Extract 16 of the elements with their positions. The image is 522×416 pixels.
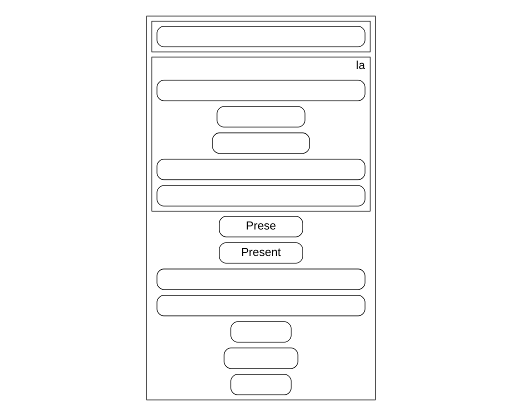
node-box [156,268,366,290]
cluster [146,16,376,400]
node-box [156,185,366,206]
node-box [212,132,310,154]
node-box [224,348,298,369]
node-box [230,374,292,396]
node-box [230,321,292,343]
node-box [156,26,366,48]
node-box [216,106,306,128]
node-box: Present [218,242,304,264]
node-box [156,80,366,102]
cluster [152,20,370,52]
node-box [156,158,366,180]
cluster: la [152,56,370,212]
node-box: Prese [218,216,304,238]
node-box [156,295,366,316]
